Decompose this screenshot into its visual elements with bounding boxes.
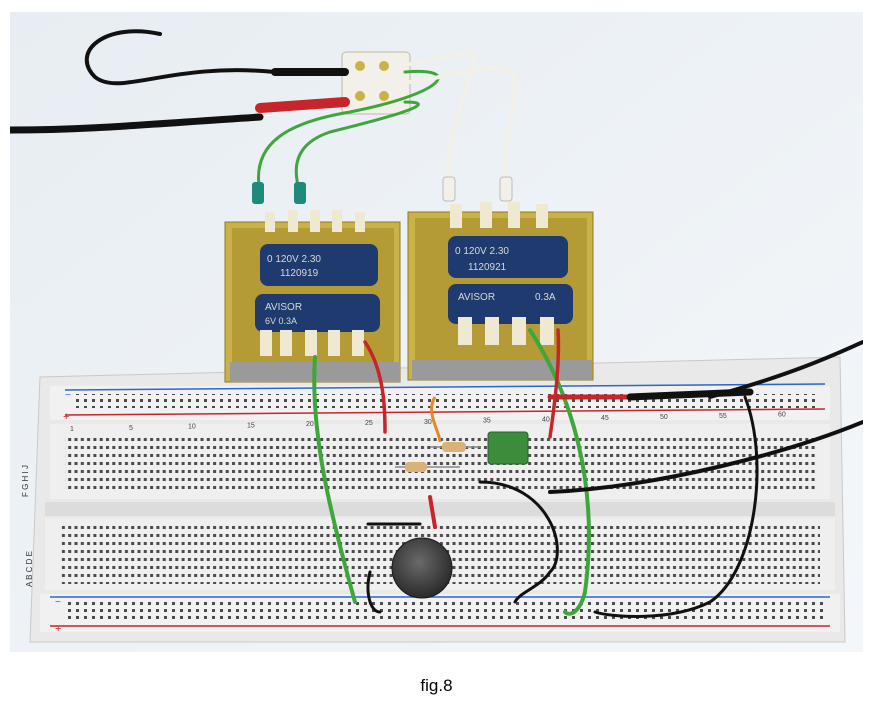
- column-number: 1: [70, 426, 74, 433]
- right-primary-label: 0 120V 2.30: [455, 246, 509, 257]
- column-number: 20: [306, 421, 314, 428]
- row-letters-top: F G H I J: [21, 465, 30, 497]
- svg-text:+: +: [55, 623, 61, 635]
- column-number: 50: [660, 414, 668, 421]
- column-number: 5: [129, 425, 133, 432]
- svg-text:+: +: [63, 411, 69, 423]
- transformer-right: 0 120V 2.30 1120921 AVISOR 0.3A: [407, 202, 594, 381]
- capacitor: [487, 431, 529, 465]
- right-code-label: 1120921: [468, 262, 507, 273]
- buzzer: [391, 537, 453, 599]
- column-number: 30: [424, 419, 432, 426]
- row-letters-bottom: A B C D E: [25, 551, 34, 587]
- breadboard: − + − +: [29, 356, 846, 643]
- wire-sleeve: [499, 176, 513, 202]
- terminal-block: [341, 51, 411, 115]
- column-number: 40: [542, 416, 550, 423]
- wires: [10, 29, 863, 618]
- left-code-label: 1120919: [280, 268, 319, 279]
- wire-sleeve: [442, 176, 456, 202]
- resistors: [395, 396, 480, 472]
- column-number: 10: [188, 424, 196, 431]
- wire-sleeve: [294, 182, 306, 204]
- left-brand-label: AVISOR: [265, 302, 302, 313]
- column-number: 45: [601, 415, 609, 422]
- svg-text:−: −: [55, 597, 61, 608]
- right-brand-label: AVISOR: [458, 292, 495, 303]
- column-number: 60: [778, 412, 786, 419]
- column-number: 55: [719, 413, 727, 420]
- wire-sleeve: [252, 182, 264, 204]
- column-number: 15: [247, 422, 255, 429]
- figure-caption: fig.8: [420, 676, 453, 695]
- column-number: 35: [483, 418, 491, 425]
- right-secondary-label: 0.3A: [535, 292, 556, 303]
- left-secondary-label: 6V 0.3A: [265, 316, 297, 326]
- left-primary-label: 0 120V 2.30: [267, 254, 321, 265]
- column-number: 25: [365, 420, 373, 427]
- svg-text:−: −: [65, 390, 71, 401]
